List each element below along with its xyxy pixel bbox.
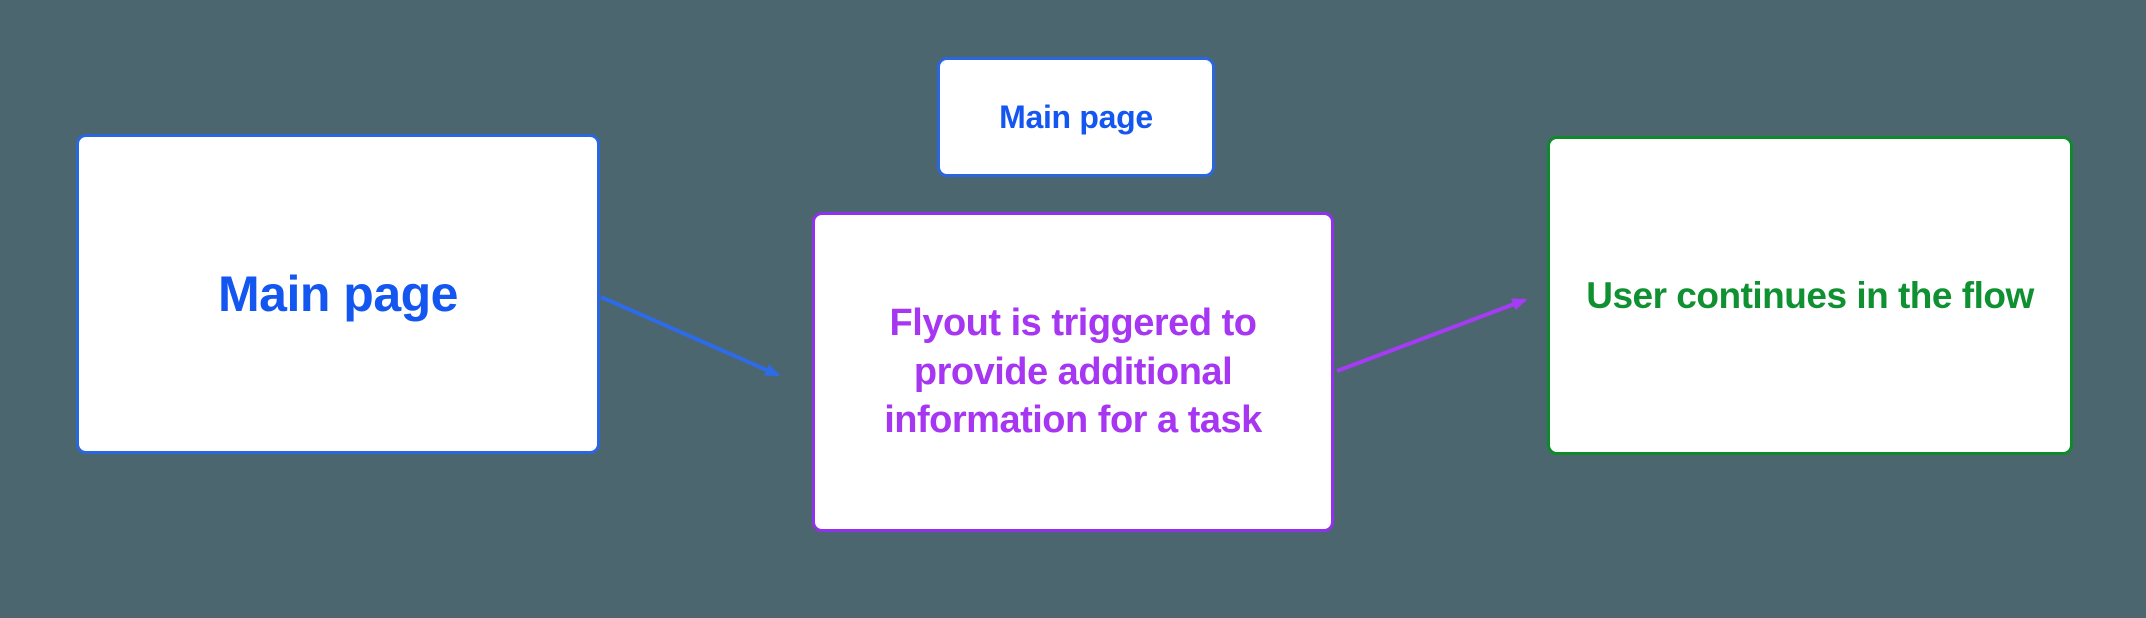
node-main-page-small-label: Main page — [999, 98, 1153, 135]
node-main-page-small: Main page — [937, 57, 1215, 177]
node-flyout-line-3: information for a task — [884, 399, 1262, 442]
arrow-flyout-to-continue — [1336, 298, 1528, 373]
arrow-main-to-flyout — [600, 295, 781, 377]
node-flyout-label: Flyout is triggered to provide additiona… — [884, 299, 1262, 445]
node-continue: User continues in the flow — [1547, 136, 2073, 455]
node-flyout: Flyout is triggered to provide additiona… — [812, 212, 1334, 532]
node-continue-label: User continues in the flow — [1586, 274, 2034, 316]
node-flyout-line-1: Flyout is triggered to — [889, 302, 1257, 345]
node-main-page-label: Main page — [218, 266, 458, 322]
node-flyout-line-2: provide additional — [913, 350, 1233, 393]
node-main-page: Main page — [76, 134, 600, 454]
